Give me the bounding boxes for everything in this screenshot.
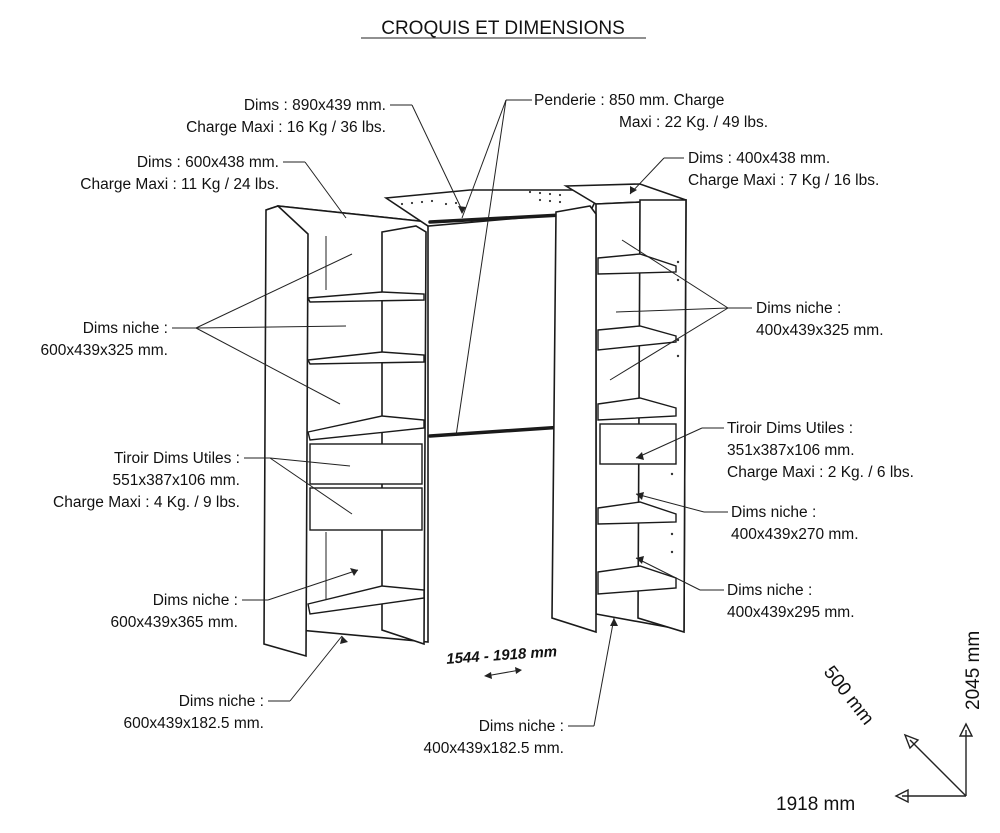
label-top-center-line2: Charge Maxi : 16 Kg / 36 lbs.	[186, 119, 386, 136]
right-shelf	[597, 565, 677, 595]
depth-axis	[909, 739, 967, 797]
label-left-drawer-line2: 551x387x106 mm.	[112, 472, 240, 489]
diagram-title: CROQUIS ET DIMENSIONS	[381, 18, 625, 39]
label-left-niche-line1: Dims niche :	[83, 320, 168, 337]
label-right-niche-295-line1: Dims niche :	[727, 582, 812, 599]
label-penderie-line2: Maxi : 22 Kg. / 49 lbs.	[619, 114, 768, 131]
arrow-diagonal-icon	[903, 733, 920, 750]
label-left-drawer-line3: Charge Maxi : 4 Kg. / 9 lbs.	[53, 494, 240, 511]
right-shelf	[597, 253, 677, 275]
label-left-niche-365-line1: Dims niche :	[153, 592, 238, 609]
left-shelf	[307, 585, 425, 615]
arrow-right-icon	[515, 667, 522, 674]
label-right-drawer-line1: Tiroir Dims Utiles :	[727, 420, 853, 437]
width-range-arrow	[485, 669, 521, 677]
left-shelf	[306, 351, 425, 365]
width-range-annotation: 1544 - 1918 mm	[446, 643, 558, 679]
label-top-left-line2: Charge Maxi : 11 Kg / 24 lbs.	[80, 176, 279, 193]
annotation-labels: Dims : 890x439 mm. Charge Maxi : 16 Kg /…	[40, 92, 913, 757]
label-right-drawer-line2: 351x387x106 mm.	[727, 442, 855, 459]
arrow-left-icon	[484, 672, 492, 679]
label-right-niche-295-line2: 400x439x295 mm.	[727, 604, 855, 621]
label-right-niche-270-line1: Dims niche :	[731, 504, 816, 521]
width-range-label: 1544 - 1918 mm	[446, 643, 558, 668]
right-shelf	[597, 501, 677, 525]
label-left-drawer-line1: Tiroir Dims Utiles :	[114, 450, 240, 467]
overall-depth-label: 500 mm	[819, 662, 878, 729]
label-right-drawer-line3: Charge Maxi : 2 Kg. / 6 lbs.	[727, 464, 914, 481]
label-right-niche-bottom-line2: 400x439x182.5 mm.	[424, 740, 564, 757]
label-left-niche-line2: 600x439x325 mm.	[40, 342, 168, 359]
left-tower	[263, 205, 429, 658]
hanging-rod-top	[428, 212, 582, 224]
left-shelf	[306, 291, 425, 303]
leader-lines	[172, 99, 752, 727]
overall-dimensions: 500 mm 2045 mm 1918 mm	[776, 631, 984, 815]
left-tower-side-left	[263, 205, 309, 658]
right-shelf	[597, 325, 677, 351]
right-tower-side-left	[551, 205, 597, 634]
label-penderie-line1: Penderie : 850 mm. Charge	[534, 92, 724, 109]
overall-height-label: 2045 mm	[963, 631, 984, 710]
arrow-up-icon	[958, 722, 974, 737]
overall-width-label: 1918 mm	[776, 794, 855, 815]
label-right-niche-270-line2: 400x439x270 mm.	[731, 526, 859, 543]
label-top-right-line2: Charge Maxi : 7 Kg / 16 lbs.	[688, 172, 879, 189]
arrow-left-icon	[894, 788, 909, 804]
label-left-niche-bottom-line2: 600x439x182.5 mm.	[124, 715, 264, 732]
label-right-niche-line1: Dims niche :	[756, 300, 841, 317]
label-top-right-line1: Dims : 400x438 mm.	[688, 150, 830, 167]
label-left-niche-365-line2: 600x439x365 mm.	[110, 614, 238, 631]
right-shelf	[597, 397, 677, 421]
right-tower	[551, 183, 687, 634]
label-top-left-line1: Dims : 600x438 mm.	[137, 154, 279, 171]
leader-arrowheads	[340, 186, 644, 644]
label-left-niche-bottom-line1: Dims niche :	[179, 693, 264, 710]
left-drawer-2	[309, 487, 423, 531]
label-right-niche-bottom-line1: Dims niche :	[479, 718, 564, 735]
label-right-niche-line2: 400x439x325 mm.	[756, 322, 884, 339]
left-shelf	[307, 415, 425, 441]
label-top-center-line1: Dims : 890x439 mm.	[244, 97, 386, 114]
left-tower-side-right	[381, 225, 427, 646]
